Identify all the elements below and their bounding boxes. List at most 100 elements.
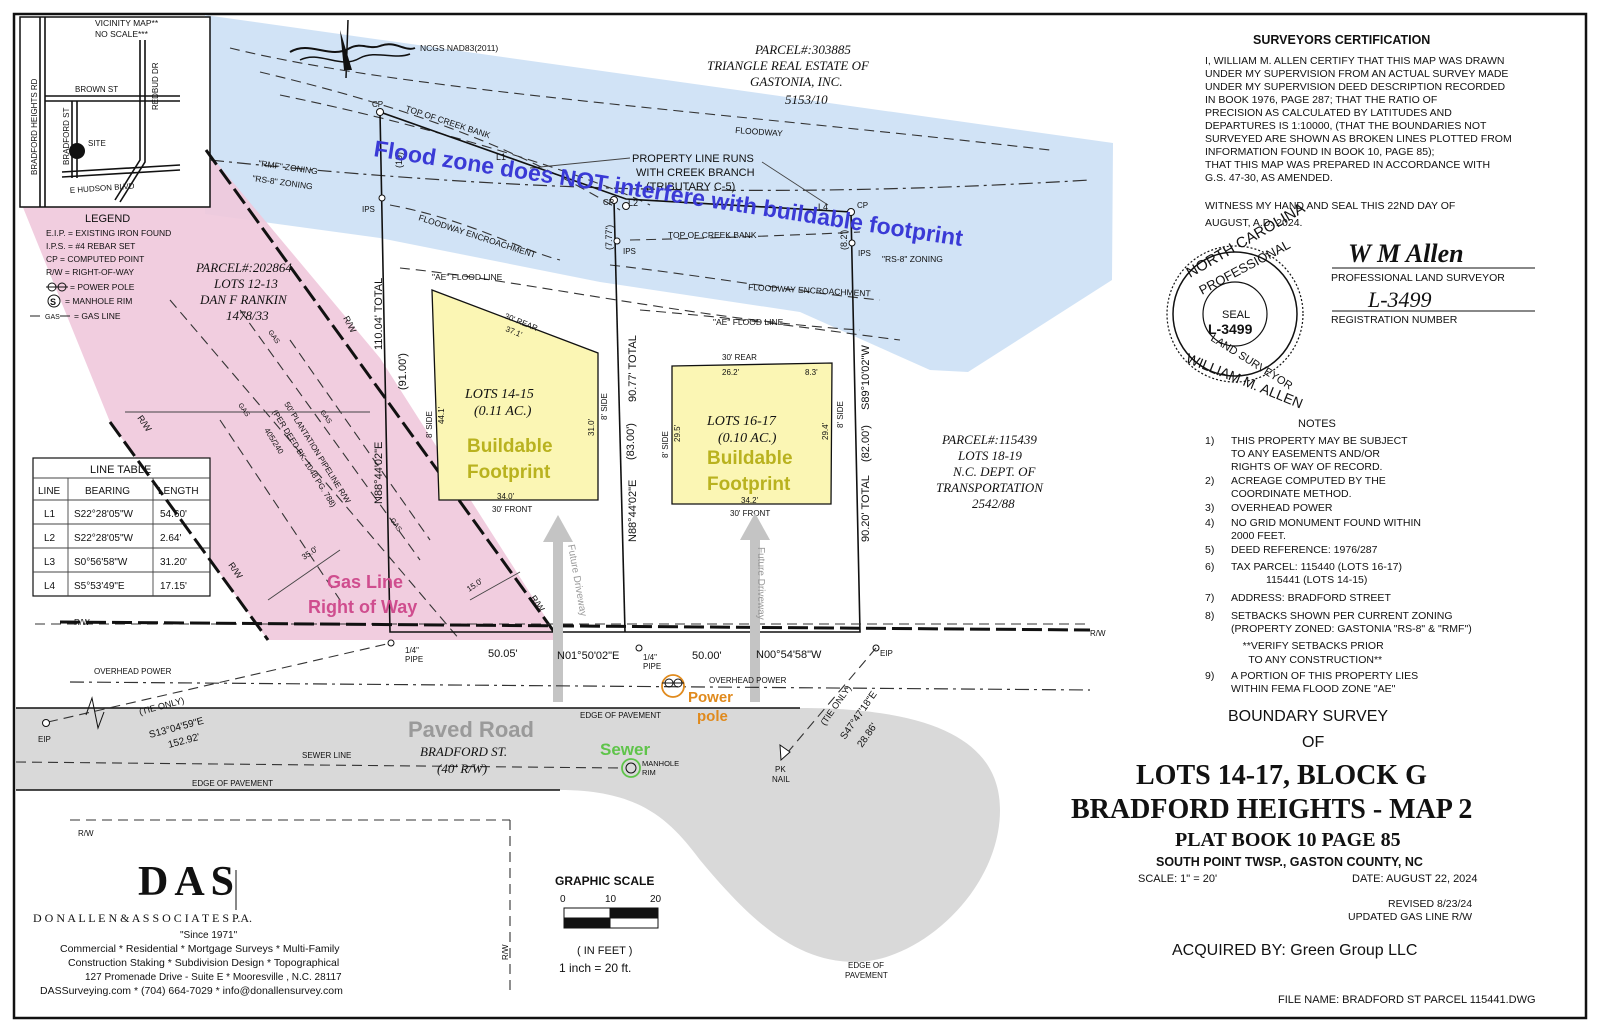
graphic-scale-title: GRAPHIC SCALE: [555, 874, 654, 888]
cert-line-3: UNDER MY SUPERVISION DEED DESCRIPTION RE…: [1205, 81, 1505, 93]
flood-zone-overlay: [205, 15, 1113, 372]
vicinity-street-bradford: BRADFORD ST: [62, 108, 71, 165]
line-table-title: LINE TABLE: [90, 464, 151, 476]
line-table-header-line: LINE: [38, 486, 61, 497]
edge-pavement-label-cul-1: EDGE OF: [848, 961, 884, 970]
tie-line-east: [787, 647, 877, 753]
paved-road-overlay: [16, 708, 1000, 962]
ae-flood-line: [399, 267, 861, 331]
legend-cp: CP = COMPUTED POINT: [46, 254, 144, 264]
power-pole-icon: [46, 282, 68, 292]
note-9-line-1: A PORTION OF THIS PROPERTY LIES: [1231, 670, 1418, 682]
note-8-line-2: (PROPERTY ZONED: GASTONIA "RS-8" & "RMF"…: [1231, 623, 1472, 635]
note-8-line-3: **VERIFY SETBACKS PRIOR: [1231, 640, 1384, 652]
floodway-enc-line-2: [609, 264, 881, 301]
line-table: LINE TABLE LINE BEARING LENGTH L1 S22°28…: [32, 457, 211, 597]
parcel-north-owner-1: TRIANGLE REAL ESTATE OF: [707, 58, 870, 73]
overhead-power-label-2: OVERHEAD POWER: [709, 676, 787, 685]
property-boundary: [379, 111, 861, 633]
note-1-line-2: TO ANY EASEMENTS AND/OR: [1231, 448, 1380, 460]
total-11004-label: 110.04' TOTAL: [373, 278, 385, 350]
dist-91-label: (91.00'): [397, 353, 409, 390]
file-name: FILE NAME: BRADFORD ST PARCEL 115441.DWG: [1278, 994, 1536, 1006]
lots-1415-acres: (0.11 AC.): [474, 404, 532, 419]
table-row-l1-length: 54.60': [160, 509, 187, 520]
lot1617-side-label-e: 8' SIDE: [836, 401, 845, 428]
pk-nail-label-1: PK: [775, 765, 786, 774]
table-row-l4-length: 17.15': [160, 581, 187, 592]
ips-label-2: IPS: [623, 247, 636, 256]
parcel-east-number: PARCEL#:115439: [941, 432, 1037, 447]
graphic-scale-tick-20: 20: [650, 894, 662, 905]
svg-text:S: S: [50, 297, 56, 307]
title-plat: PLAT BOOK 10 PAGE 85: [1175, 829, 1401, 851]
gas-row-west-line: [108, 421, 270, 641]
sewer-annotation: Sewer: [600, 740, 650, 759]
l2-label: L2: [628, 198, 638, 208]
note-8-num: 8): [1205, 610, 1214, 622]
reg-number-handwritten: L-3499: [1367, 287, 1432, 312]
front-bearing-1: N01°50'02"E: [557, 650, 619, 662]
note-5-num: 5): [1205, 544, 1214, 556]
eip-label-west: EIP: [38, 735, 51, 744]
bradford-rw-label: (40' R/W): [437, 761, 487, 776]
manhole-symbol-icon: [621, 758, 641, 778]
zoning-line: [209, 159, 1091, 191]
parcel-east-owner-1: N.C. DEPT. OF: [952, 464, 1037, 479]
notes: NOTES 1) THIS PROPERTY MAY BE SUBJECT TO…: [1205, 418, 1472, 695]
lot1415-side-label-e: 8' SIDE: [600, 393, 609, 420]
vicinity-title: VICINITY MAP**: [95, 18, 159, 28]
table-row-l2-line: L2: [44, 533, 56, 544]
rw-label-vertical: R/W: [501, 944, 510, 960]
sewer-line: [15, 761, 621, 769]
rw-label-lower: R/W: [78, 829, 94, 838]
dist-83-label: (83.00'): [625, 423, 637, 460]
table-row-l3-bearing: S0°56'58"W: [74, 557, 128, 568]
lot1415-front-dim: 34.0': [497, 492, 515, 501]
company-address: 127 Promenade Drive - Suite E * Mooresvi…: [85, 972, 342, 983]
lots-1617-acres: (0.10 AC.): [718, 431, 777, 446]
pls-label: PROFESSIONAL LAND SURVEYOR: [1331, 272, 1505, 284]
pipe-label-1b: PIPE: [405, 655, 423, 664]
vicinity-subtitle: NO SCALE***: [95, 29, 149, 39]
gas-row-east-line: [204, 149, 562, 641]
total-9020-label: 90.20' TOTAL: [860, 475, 872, 542]
note-9-num: 9): [1205, 670, 1214, 682]
cert-title: SURVEYORS CERTIFICATION: [1253, 33, 1430, 47]
table-row-l4-line: L4: [44, 581, 56, 592]
parcel-north-number: PARCEL#:303885: [754, 42, 851, 57]
lot1415-side-label-w: 8' SIDE: [425, 411, 434, 438]
line-table-header-length: LENGTH: [158, 486, 199, 497]
note-6-num: 6): [1205, 561, 1214, 573]
note-3-line-1: OVERHEAD POWER: [1231, 502, 1333, 514]
title-township: SOUTH POINT TWSP., GASTON COUNTY, NC: [1156, 855, 1423, 869]
bearing-n88-1-label: N88°44'02"E: [373, 442, 385, 504]
front-rw-label-e: R/W: [1090, 629, 1106, 638]
floodway-label: FLOODWAY: [735, 125, 784, 138]
table-row-l3-length: 31.20': [160, 557, 187, 568]
l1-label: L1: [496, 152, 506, 162]
dist-82-small-label: (8.2'): [839, 230, 849, 250]
dist-19-label: (19): [394, 152, 404, 168]
tie-line-west: [47, 642, 392, 723]
lot1617-side-label-w: 8' SIDE: [661, 431, 670, 458]
pipe-label-2b: PIPE: [643, 662, 661, 671]
cert-line-5: PRECISION AS CALCULATED BY LATITUDES AND: [1205, 107, 1452, 119]
edge-pavement-label-cul-2: PAVEMENT: [845, 971, 888, 980]
lots-1415-name: LOTS 14-15: [464, 387, 534, 402]
note-6-line-1: TAX PARCEL: 115440 (LOTS 16-17): [1231, 561, 1402, 573]
front-dist-2: 50.00': [692, 650, 722, 662]
rs8-zoning-label-2: "RS-8" ZONING: [882, 254, 943, 264]
lot1617-side-dim-w: 29.5': [673, 424, 682, 442]
table-row-l4-bearing: S5°53'49"E: [74, 581, 125, 592]
lot1415-side-dim-w: 44.1': [437, 406, 446, 424]
manhole-label-2: RIM: [642, 768, 656, 777]
title-revised-note: UPDATED GAS LINE R/W: [1348, 911, 1472, 923]
property-line-runs-1: PROPERTY LINE RUNS: [632, 153, 754, 165]
lot-division-line: [613, 199, 626, 633]
note-1-line-3: RIGHTS OF WAY OF RECORD.: [1231, 461, 1382, 473]
bearing-n88-2-label: N88°44'02"E: [627, 480, 639, 542]
parcel-north-owner-2: GASTONIA, INC.: [750, 74, 843, 89]
bradford-st-label: BRADFORD ST.: [420, 744, 507, 759]
note-7-line-1: ADDRESS: BRADFORD STREET: [1231, 592, 1391, 604]
